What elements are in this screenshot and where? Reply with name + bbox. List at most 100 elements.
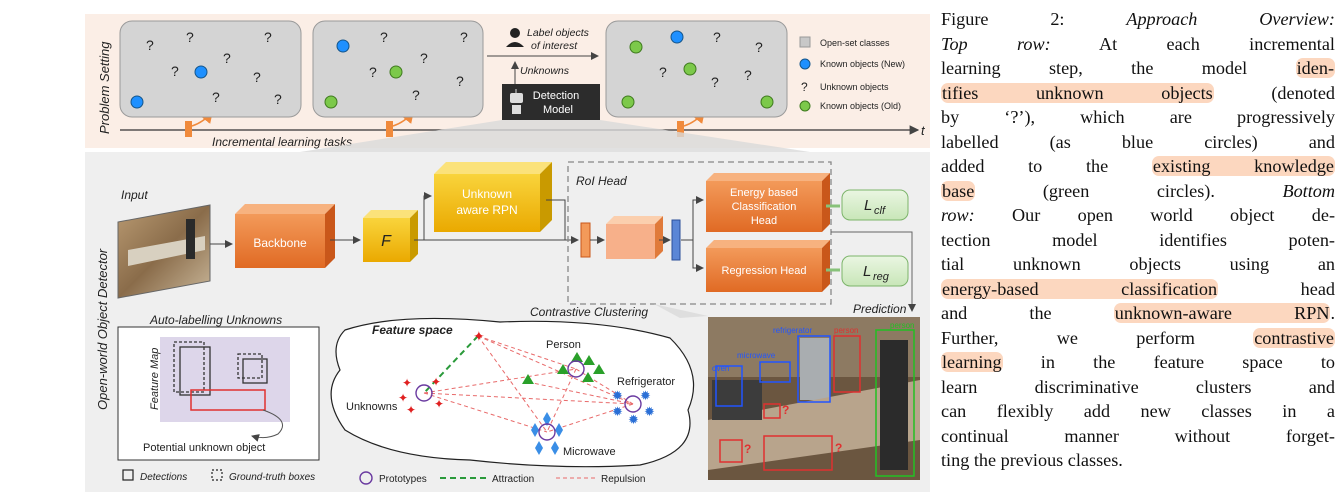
caption-line: Top row: At each incremental bbox=[941, 32, 1335, 57]
unknown-question-mark: ? bbox=[223, 50, 231, 66]
pred-box-unknown bbox=[763, 435, 833, 471]
known-new-circle bbox=[336, 39, 350, 53]
energy-head-block bbox=[706, 173, 830, 232]
unknown-question-mark: ? bbox=[412, 87, 420, 103]
person-cluster bbox=[522, 352, 605, 384]
pred-box-unknown bbox=[763, 403, 781, 419]
gt-box bbox=[237, 353, 263, 379]
potential-unknown-label: Potential unknown object bbox=[143, 442, 265, 454]
svg-text:✦: ✦ bbox=[398, 391, 408, 405]
caption-text: added to the bbox=[941, 156, 1152, 176]
caption-text: tial unknown objects using an bbox=[941, 254, 1335, 274]
microwave-cluster bbox=[531, 412, 563, 455]
caption-text: (denoted bbox=[1213, 82, 1335, 103]
caption-highlight: existing knowledge bbox=[1151, 156, 1335, 176]
svg-text:✹: ✹ bbox=[612, 404, 623, 419]
prototype-person bbox=[567, 360, 585, 378]
caption-text: Bottom bbox=[1282, 180, 1335, 201]
pred-unknown-mark: ? bbox=[744, 442, 751, 456]
unknown-question-mark: ? bbox=[264, 29, 272, 45]
person-cluster-label: Person bbox=[546, 339, 581, 351]
pred-label-refrigerator: refrigerator bbox=[773, 326, 812, 335]
legend-known-new-swatch bbox=[799, 58, 811, 70]
caption-line: labelled (as blue circles) and bbox=[941, 130, 1335, 155]
unknown-question-mark: ? bbox=[659, 64, 667, 80]
legend-detections-swatch bbox=[122, 469, 134, 481]
microwave-cluster-label: Microwave bbox=[563, 446, 616, 458]
svg-text:✦: ✦ bbox=[402, 376, 412, 390]
refrigerator-cluster: ✹ ✹ ✹ ✹ ✹ bbox=[612, 388, 655, 427]
zoom-connector-2 bbox=[654, 304, 708, 318]
potential-unknown-pointer bbox=[251, 409, 283, 442]
unknown-question-mark: ? bbox=[713, 29, 721, 45]
svg-text:✹: ✹ bbox=[640, 388, 651, 403]
pred-box-microwave bbox=[759, 361, 791, 383]
incremental-tasks-label: Incremental learning tasks bbox=[212, 135, 352, 149]
unknown-question-mark: ? bbox=[146, 37, 154, 53]
caption-text: (green circles). bbox=[975, 180, 1283, 201]
feature-space-blob bbox=[330, 317, 695, 468]
rpn-label-line-1: Unknown bbox=[462, 187, 512, 201]
detector-side-label: Open-world Object Detector bbox=[95, 248, 110, 410]
caption-highlight: contrastive bbox=[1253, 327, 1335, 348]
feature-f-block bbox=[363, 210, 418, 262]
legend-gt-swatch bbox=[211, 469, 223, 481]
legend-unknown: Unknown objects bbox=[820, 82, 889, 92]
legend-open-set-swatch bbox=[799, 36, 811, 48]
clf-loss-symbol: L bbox=[864, 197, 872, 214]
roi-embedding-block bbox=[671, 219, 681, 261]
caption-line: tection model identifies poten- bbox=[941, 228, 1335, 253]
caption-text: head bbox=[1218, 278, 1335, 299]
legend-known-new: Known objects (New) bbox=[820, 59, 905, 69]
potential-unknown-box bbox=[190, 389, 266, 411]
caption-line: tifies unknown objects (denoted bbox=[941, 81, 1335, 106]
svg-text:✦: ✦ bbox=[434, 397, 444, 411]
regression-head-block bbox=[706, 240, 830, 292]
unknowns-cluster: ✦ ✦ ✦ ✦ ✦ ✦ bbox=[398, 328, 485, 417]
to-prediction-arrow bbox=[831, 231, 916, 312]
unknown-question-mark: ? bbox=[253, 69, 261, 85]
caption-text: and the bbox=[941, 303, 1114, 323]
detection-box bbox=[179, 346, 211, 396]
known-old-circle bbox=[629, 40, 643, 54]
caption-text: Our open world object de- bbox=[974, 205, 1335, 225]
caption-highlight: iden- bbox=[1295, 58, 1335, 78]
energy-head-line-1: Energy based bbox=[730, 187, 798, 199]
caption-line: learning in the feature space to bbox=[941, 350, 1335, 375]
pred-label-oven: oven bbox=[712, 364, 729, 373]
caption-line: learn discriminative clusters and bbox=[941, 375, 1335, 400]
pred-box-person bbox=[833, 335, 861, 393]
clf-loss-box bbox=[841, 189, 909, 221]
prototype-unknowns bbox=[415, 384, 433, 402]
reg-loss-symbol: L bbox=[863, 263, 871, 280]
repulsion-lines bbox=[423, 335, 634, 433]
roi-fc-block bbox=[606, 216, 663, 259]
caption-line: added to the existing knowledge bbox=[941, 154, 1335, 179]
svg-text:✦: ✦ bbox=[406, 403, 416, 417]
prediction-image bbox=[708, 317, 920, 480]
energy-head-line-3: Head bbox=[751, 215, 777, 227]
unknown-question-mark: ? bbox=[186, 29, 194, 45]
zoom-connector bbox=[300, 120, 810, 152]
caption-text: . bbox=[1330, 303, 1335, 323]
unknown-question-mark: ? bbox=[369, 64, 377, 80]
gt-box bbox=[173, 341, 205, 393]
feature-map-label: Feature Map bbox=[149, 348, 161, 410]
legend-attraction: Attraction bbox=[492, 474, 534, 485]
rpn-block bbox=[434, 162, 552, 232]
detection-model-line-1: Detection bbox=[533, 90, 579, 102]
known-new-circle bbox=[194, 65, 208, 79]
unknown-question-mark: ? bbox=[456, 73, 464, 89]
prototype-microwave bbox=[538, 423, 556, 441]
input-label: Input bbox=[121, 188, 148, 202]
approach-overview-figure: Problem Setting t Incremental learning t… bbox=[85, 14, 930, 492]
legend-detections: Detections bbox=[140, 472, 187, 483]
unknown-question-mark: ? bbox=[460, 29, 468, 45]
problem-setting-label: Problem Setting bbox=[97, 41, 112, 134]
backbone-block bbox=[235, 204, 335, 268]
caption-text: ting the previous classes. bbox=[941, 450, 1123, 470]
pred-box-unknown bbox=[719, 439, 743, 463]
svg-text:✦: ✦ bbox=[473, 328, 485, 344]
unknown-question-mark: ? bbox=[212, 89, 220, 105]
feature-map-area bbox=[160, 337, 290, 422]
